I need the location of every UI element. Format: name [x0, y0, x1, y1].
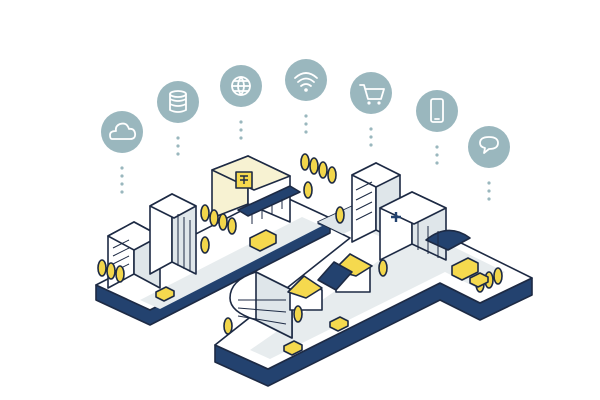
vehicles — [155, 229, 489, 356]
hospital-building — [379, 191, 471, 261]
hospital-cross-icon — [391, 212, 401, 222]
cloud-icon — [101, 111, 143, 194]
car-icon — [469, 272, 489, 288]
database-icon — [157, 81, 199, 156]
tower-building — [149, 193, 197, 275]
connectivity-icons — [101, 59, 510, 201]
car-icon — [283, 340, 303, 356]
smartphone-icon — [416, 90, 458, 165]
shopping-cart-icon — [350, 72, 392, 147]
globe-icon — [220, 65, 262, 140]
car-icon — [329, 316, 349, 332]
rounded-office-building — [229, 271, 293, 339]
buildings — [107, 155, 471, 339]
wifi-icon — [285, 59, 327, 134]
car-icon — [155, 286, 175, 302]
bus-icon — [451, 257, 479, 281]
houses — [287, 253, 373, 311]
chat-bubble-icon — [468, 126, 510, 201]
shop-building — [211, 155, 301, 224]
truck-icon — [249, 229, 277, 252]
